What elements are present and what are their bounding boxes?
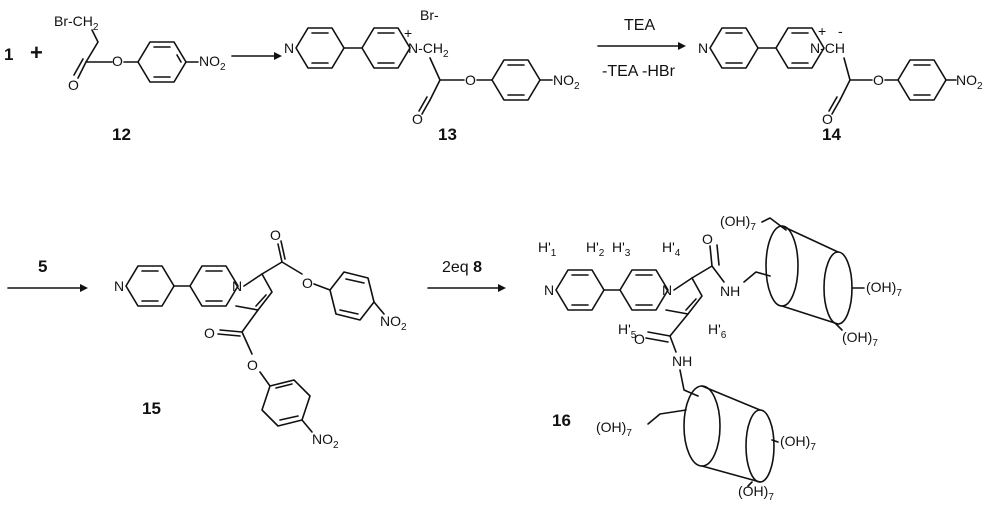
compound-label-12: 12 [112, 125, 131, 144]
compound-label-16: 16 [552, 411, 571, 430]
atom-o-amide: O [702, 231, 713, 247]
atom-n-pyridine: N [284, 40, 294, 56]
atom-br-ch2: Br-CH2 [54, 13, 99, 33]
structure-12: Br-CH2 O O NO2 [54, 13, 226, 93]
charge-minus: - [838, 23, 843, 39]
atom-no2: NO2 [199, 53, 226, 73]
structure-16: N N H'1 H'2 H'3 H'4 H'5 H'6 O NH O NH [538, 231, 771, 397]
reaction-arrow-4: 2eq 8 [427, 259, 506, 292]
plus-sign: + [30, 40, 43, 65]
reaction-arrow-3: 5 [7, 257, 88, 292]
proton-label-h4: H'4 [662, 239, 681, 259]
condition-tea: TEA [624, 17, 655, 34]
atom-n-pyridine: N [698, 40, 708, 56]
atom-o-ester: O [247, 357, 258, 373]
atom-o-ester: O [112, 53, 123, 69]
atom-nh-lower: NH [672, 353, 692, 369]
bromide-anion: Br- [420, 7, 439, 23]
proton-label-h5: H'5 [618, 321, 637, 341]
atom-n-indolizine: N [662, 282, 672, 298]
charge-plus: + [404, 25, 412, 41]
atom-o-ester: O [302, 275, 313, 291]
atom-n-pyridine: N [544, 282, 554, 298]
proton-label-h3: H'3 [612, 239, 631, 259]
compound-label-15: 15 [142, 399, 161, 418]
atom-o-carbonyl: O [68, 77, 79, 93]
structure-14: N N-CH + - O O NO2 [698, 23, 983, 127]
compound-label-1: 1 [4, 45, 13, 64]
cyclodextrin-upper: (OH)7 (OH)7 (OH)7 [720, 213, 902, 349]
atom-o-amide: O [634, 331, 645, 347]
cd-upper-oh-bottom: (OH)7 [842, 329, 878, 349]
atom-no2: NO2 [553, 72, 580, 92]
cyclodextrin-lower: (OH)7 (OH)7 (OH)7 [596, 385, 816, 503]
cd-upper-oh-right: (OH)7 [866, 279, 902, 299]
cd-lower-oh-right: (OH)7 [780, 433, 816, 453]
proton-label-h6: H'6 [708, 321, 727, 341]
atom-n-ch2: N-CH2 [408, 40, 449, 60]
cd-lower-oh-bottom: (OH)7 [738, 483, 774, 503]
atom-n-ch: N-CH [810, 40, 845, 56]
condition-2eq-8: 2eq 8 [442, 259, 482, 276]
proton-label-h2: H'2 [586, 239, 605, 259]
atom-no2: NO2 [380, 313, 407, 333]
atom-nh-upper: NH [720, 283, 740, 299]
atom-o-carbonyl: O [822, 111, 833, 127]
structure-15: N N O O NO2 O O NO2 [114, 227, 407, 451]
atom-no2: NO2 [956, 72, 983, 92]
atom-o-ester: O [873, 72, 884, 88]
condition-byproducts: -TEA -HBr [602, 63, 676, 80]
compound-label-13: 13 [438, 125, 457, 144]
reaction-arrow-2: TEA -TEA -HBr [597, 17, 686, 80]
charge-plus: + [818, 23, 826, 39]
proton-label-h1: H'1 [538, 239, 557, 259]
atom-n-indolizine: N [232, 278, 242, 294]
atom-o-ester: O [465, 72, 476, 88]
atom-o-carbonyl: O [204, 325, 215, 341]
atom-o-carbonyl: O [412, 111, 423, 127]
reaction-arrow-1 [231, 52, 282, 60]
cd-upper-oh-top: (OH)7 [720, 213, 756, 233]
atom-no2: NO2 [312, 431, 339, 451]
structure-13: N N-CH2 + Br- O O NO2 [284, 7, 580, 127]
compound-label-14: 14 [822, 125, 841, 144]
cd-lower-oh-left: (OH)7 [596, 419, 632, 439]
atom-o-carbonyl: O [270, 227, 281, 243]
atom-n-pyridine: N [114, 278, 124, 294]
reagent-5: 5 [38, 257, 47, 276]
